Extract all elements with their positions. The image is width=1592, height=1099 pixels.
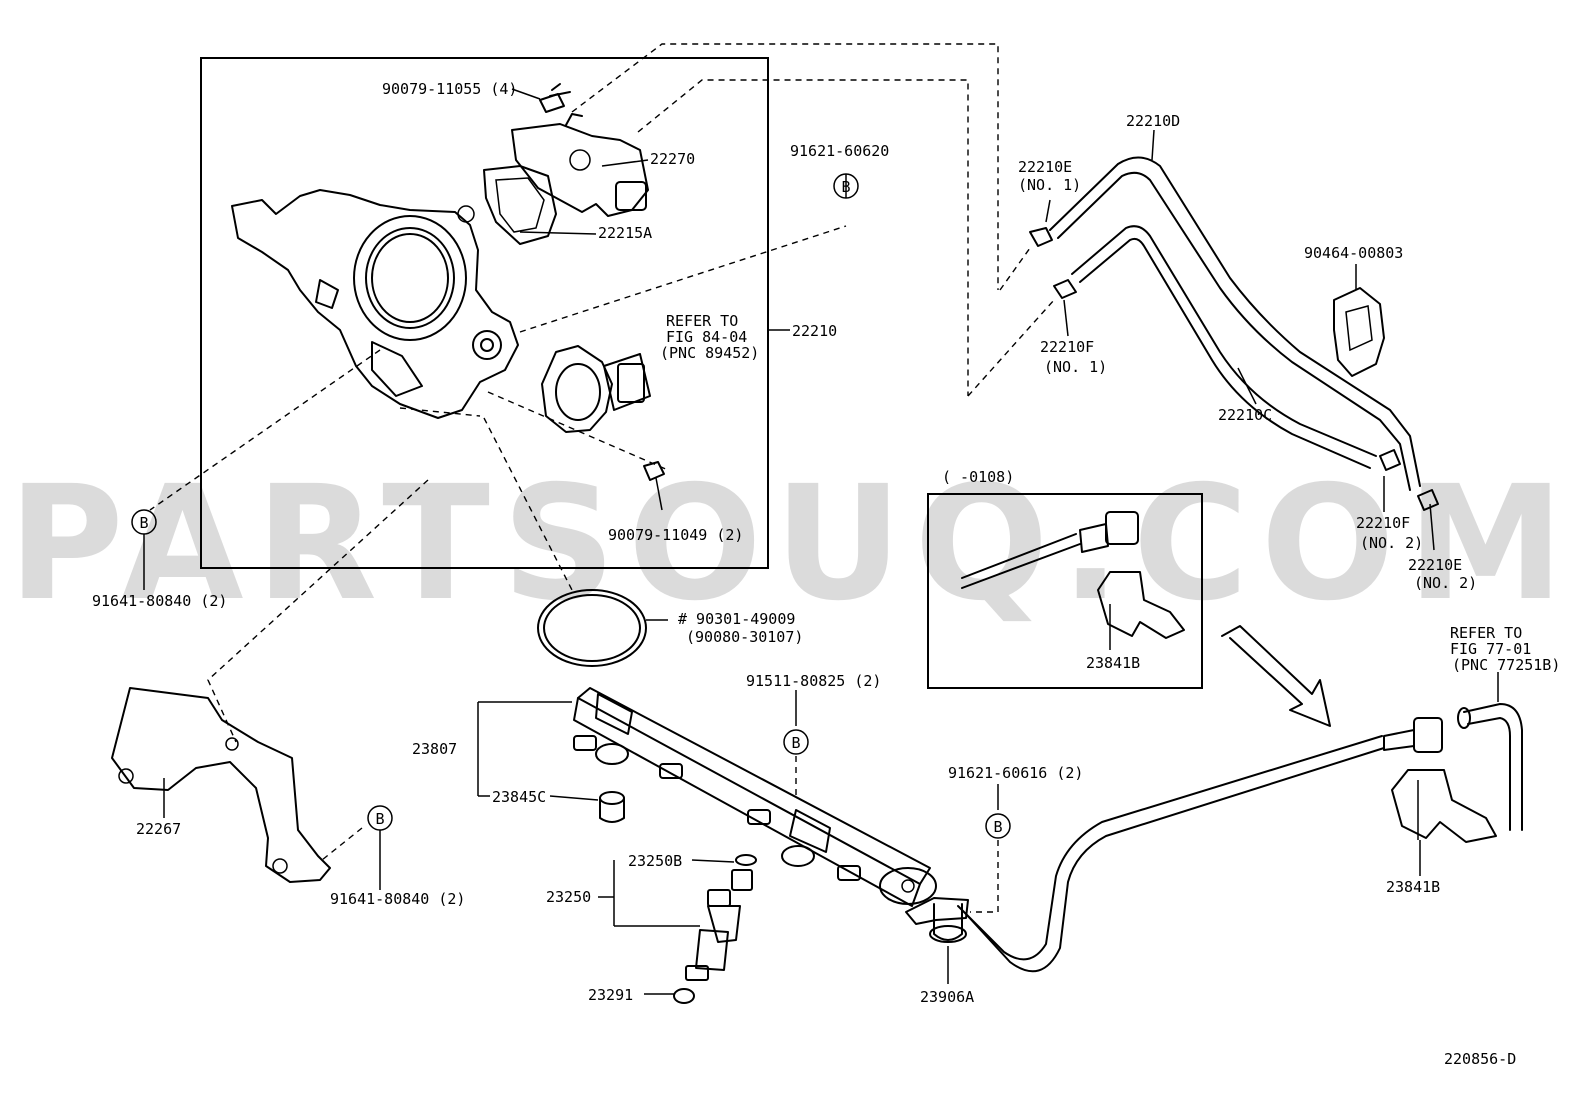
label-23841b: 23841B <box>1386 878 1440 896</box>
ref-b-circle: B <box>833 173 859 199</box>
fuel-rail-drawing <box>573 687 937 907</box>
hose-fig77-drawing <box>1457 703 1523 831</box>
label-no1-a: (NO. 1) <box>1018 176 1081 194</box>
drawing-code: 220856-D <box>1444 1050 1516 1068</box>
label-inset-title: ( -0108) <box>942 468 1014 486</box>
label-23841b-inset: 23841B <box>1086 654 1140 672</box>
ref-b-circle: B <box>985 813 1011 839</box>
ref-b-circle: B <box>367 805 393 831</box>
label-22210c: 22210C <box>1218 406 1272 424</box>
label-no2-a: (NO. 2) <box>1360 534 1423 552</box>
direction-arrow <box>1221 625 1331 727</box>
throttle-body-drawing <box>231 189 519 419</box>
label-refer-fig77-3: (PNC 77251B) <box>1452 656 1560 674</box>
label-23906a: 23906A <box>920 988 974 1006</box>
svg-text:B: B <box>139 514 148 532</box>
label-22210f-no1: 22210F <box>1040 338 1094 356</box>
label-22267: 22267 <box>136 820 181 838</box>
ref-b-circle: B <box>783 729 809 755</box>
label-23291: 23291 <box>588 986 633 1004</box>
label-22210f-no2: 22210F <box>1356 514 1410 532</box>
label-90079-11055: 90079-11055 (4) <box>382 80 517 98</box>
svg-text:B: B <box>993 818 1002 836</box>
label-90079-11049: 90079-11049 (2) <box>608 526 743 544</box>
fuel-injector-drawing <box>673 854 757 1004</box>
label-23845c: 23845C <box>492 788 546 806</box>
label-22210: 22210 <box>792 322 837 340</box>
bolt-90079-11055-drawing <box>511 83 571 113</box>
inset-drawing <box>961 511 1185 639</box>
label-refer-fig84-3: (PNC 89452) <box>660 344 759 362</box>
throttle-body-box <box>200 57 769 569</box>
label-91621-60620: 91621-60620 <box>790 142 889 160</box>
label-refer-fig77-2: FIG 77-01 <box>1450 640 1531 658</box>
clip-90464-00803-drawing <box>1333 287 1385 377</box>
label-91511-80825: 91511-80825 (2) <box>746 672 881 690</box>
dashed-leaders <box>149 43 1055 913</box>
label-90464-00803: 90464-00803 <box>1304 244 1403 262</box>
idle-speed-control-valve-drawing <box>483 113 649 245</box>
fuel-return-tube-drawing <box>957 717 1443 973</box>
svg-text:B: B <box>841 178 850 196</box>
inset-box <box>927 493 1203 689</box>
label-no1-b: (NO. 1) <box>1044 358 1107 376</box>
hose-clamps-drawing <box>1029 227 1439 511</box>
vacuum-hoses-drawing <box>1049 156 1421 491</box>
throttle-position-sensor-drawing <box>541 345 651 433</box>
svg-text:B: B <box>791 734 800 752</box>
label-90080-30107: (90080-30107) <box>686 628 803 646</box>
label-91641-80840-a: 91641-80840 (2) <box>92 592 227 610</box>
label-22210d: 22210D <box>1126 112 1180 130</box>
label-23250: 23250 <box>546 888 591 906</box>
label-refer-fig84-1: REFER TO <box>666 312 738 330</box>
o-ring-drawing <box>537 589 668 667</box>
svg-text:B: B <box>375 810 384 828</box>
insulator-23845c-drawing <box>599 791 625 823</box>
label-23250b: 23250B <box>628 852 682 870</box>
label-91641-80840-b: 91641-80840 (2) <box>330 890 465 908</box>
label-refer-fig84-2: FIG 84-04 <box>666 328 747 346</box>
watermark: PARTSOUQ.COM <box>8 452 1576 636</box>
ref-b-circle: B <box>131 509 157 535</box>
label-no2-b: (NO. 2) <box>1414 574 1477 592</box>
label-91621-60616: 91621-60616 (2) <box>948 764 1083 782</box>
label-22210e-no1: 22210E <box>1018 158 1072 176</box>
label-refer-fig77-1: REFER TO <box>1450 624 1522 642</box>
label-22270: 22270 <box>650 150 695 168</box>
pressure-regulator-drawing <box>905 897 969 943</box>
bracket-22267-drawing <box>111 687 331 883</box>
label-22210e-no2: 22210E <box>1408 556 1462 574</box>
label-22215a: 22215A <box>598 224 652 242</box>
solid-leaders <box>143 129 1499 995</box>
label-23807: 23807 <box>412 740 457 758</box>
label-90301-49009: # 90301-49009 <box>678 610 795 628</box>
clip-23841b-right-drawing <box>1391 769 1497 843</box>
